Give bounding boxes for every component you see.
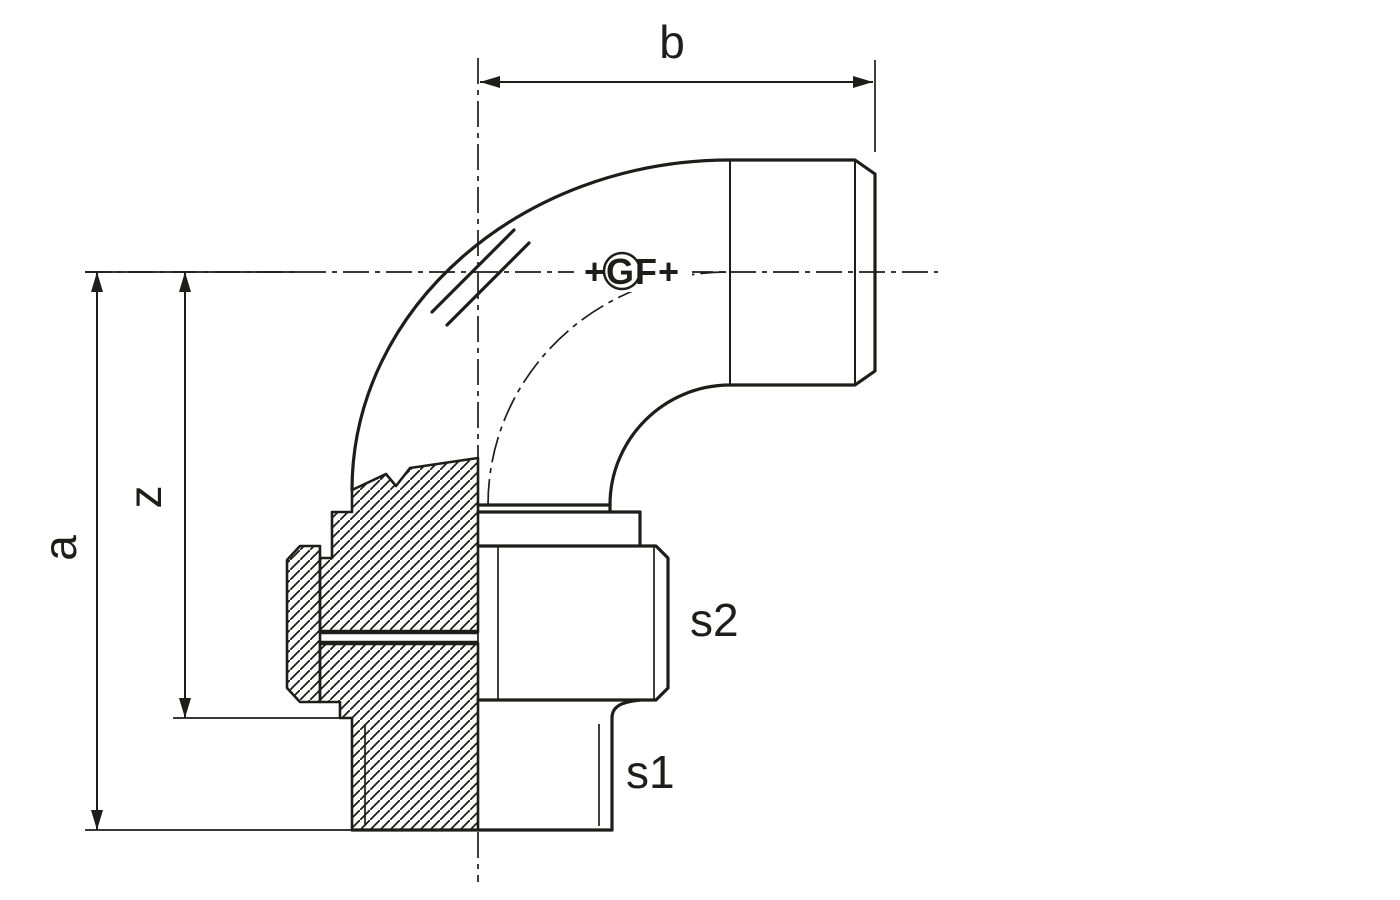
thread-label-s1: s1 xyxy=(626,746,675,798)
dim-b-arrow-left xyxy=(480,76,500,88)
bore-hidden-arc xyxy=(487,271,729,506)
dimension-z: z xyxy=(119,272,340,719)
centerlines xyxy=(85,58,938,882)
union-nut-outline xyxy=(476,544,670,702)
dim-a-arrow-top xyxy=(91,272,103,292)
section-male-end xyxy=(318,641,480,832)
dim-a-label: a xyxy=(34,535,86,561)
weld-band-line-2 xyxy=(445,241,531,327)
dim-b-arrow-right xyxy=(853,76,873,88)
elbow-body-outline xyxy=(350,158,877,507)
elbow-fitting: +GF+ s2 s1 xyxy=(285,158,877,832)
gf-logo: +GF+ xyxy=(574,251,692,292)
dim-z-label: z xyxy=(119,486,171,509)
weld-band-line-1 xyxy=(430,228,516,314)
dim-a-arrow-bottom xyxy=(91,810,103,830)
logo-circle xyxy=(602,251,642,291)
dim-z-arrow-bottom xyxy=(179,698,191,718)
section-union-nut xyxy=(285,544,322,704)
undernut-shoulder-curve xyxy=(610,698,642,720)
section-tailpiece xyxy=(318,456,480,634)
logo-text: +GF+ xyxy=(584,251,680,292)
thread-label-s2: s2 xyxy=(690,594,739,646)
dimension-b: b xyxy=(480,16,876,152)
dimension-a: a xyxy=(34,272,352,831)
dim-z-arrow-top xyxy=(179,272,191,292)
dim-b-label: b xyxy=(659,16,685,68)
